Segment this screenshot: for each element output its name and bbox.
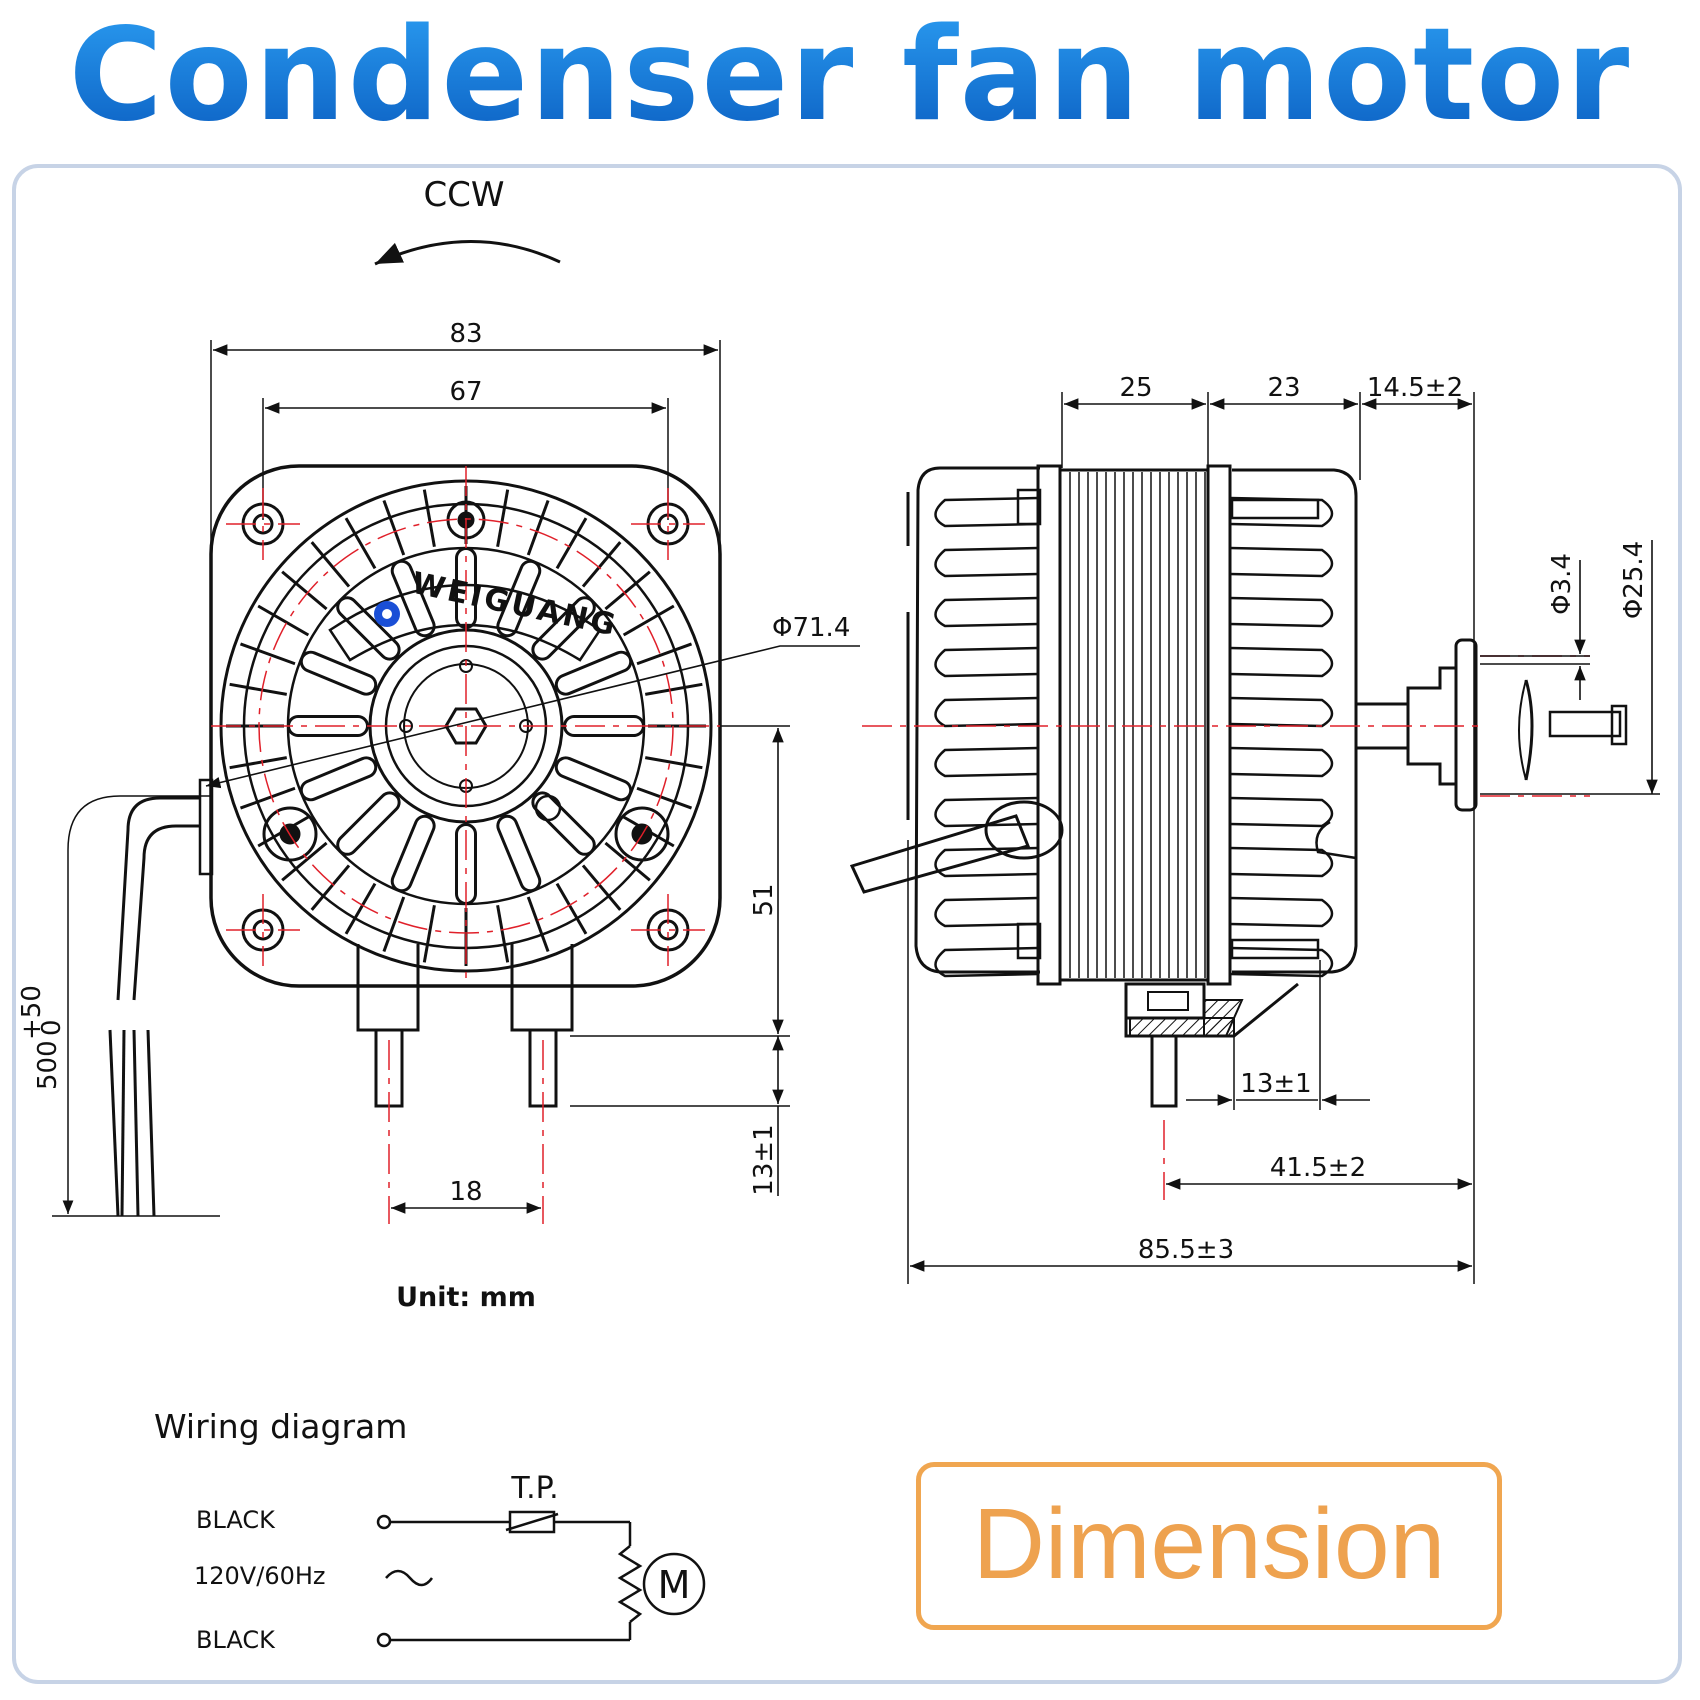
rear-guard-rib bbox=[1229, 896, 1334, 928]
terminal-bottom bbox=[376, 1632, 392, 1648]
dim-lead-length: 500 +50 0 bbox=[17, 985, 67, 1090]
rear-guard-rib bbox=[1229, 496, 1334, 528]
rear-guard-rib bbox=[1229, 796, 1334, 828]
guard-rib bbox=[644, 682, 703, 696]
wiring-diagram: Wiring diagram BLACK 120V/60Hz BLACK T.P… bbox=[154, 1407, 706, 1654]
dim-overall-length: 85.5±3 bbox=[1138, 1235, 1234, 1265]
supply-label: 120V/60Hz bbox=[194, 1562, 326, 1590]
rear-guard-rib bbox=[1229, 596, 1334, 628]
guard-rib bbox=[310, 864, 351, 911]
guard-rib bbox=[382, 896, 406, 953]
guard-rib bbox=[622, 604, 675, 637]
wiring-title: Wiring diagram bbox=[154, 1407, 407, 1446]
front-dimensions bbox=[205, 344, 860, 1214]
dim-shaft-to-mount: 41.5±2 bbox=[1270, 1153, 1366, 1183]
dimension-badge: Dimension bbox=[916, 1462, 1502, 1630]
guard-rib bbox=[526, 896, 550, 953]
front-guard-rib bbox=[934, 746, 1039, 778]
protector-label: T.P. bbox=[510, 1471, 558, 1506]
motor-icon bbox=[642, 1552, 706, 1616]
page-title: Condenser fan motor bbox=[0, 6, 1700, 146]
guard-rib bbox=[496, 904, 510, 963]
guard-rib bbox=[636, 786, 693, 810]
front-guard-rib bbox=[934, 546, 1039, 578]
guard-rib bbox=[229, 682, 288, 696]
dim-hub-dia: Φ25.4 bbox=[1619, 541, 1649, 619]
guard-rib bbox=[281, 841, 328, 882]
dim-diameter: Φ71.4 bbox=[772, 613, 850, 643]
guard-rib bbox=[581, 541, 622, 588]
rear-guard-rib bbox=[1229, 846, 1334, 878]
front-guard-rib bbox=[934, 846, 1039, 878]
unit-note: Unit: mm bbox=[396, 1282, 536, 1313]
guard-rib bbox=[604, 570, 651, 611]
rear-guard-rib bbox=[1229, 546, 1334, 578]
side-dimensions bbox=[910, 398, 1660, 1272]
guard-rib bbox=[526, 499, 550, 556]
stator-laminations bbox=[1069, 472, 1206, 978]
guard-rib bbox=[644, 756, 703, 770]
dim-foot-spacing: 18 bbox=[449, 1177, 482, 1207]
svg-text:+50: +50 bbox=[17, 985, 47, 1040]
ccw-arrow-icon bbox=[374, 240, 561, 266]
guard-rib bbox=[636, 642, 693, 666]
ac-source-icon bbox=[385, 1569, 434, 1587]
dim-height: 51 bbox=[749, 883, 779, 916]
side-view bbox=[849, 392, 1628, 1284]
dim-overall-width: 83 bbox=[449, 319, 482, 349]
winding-icon bbox=[617, 1545, 643, 1623]
front-guard-rib bbox=[934, 896, 1039, 928]
guard-rib bbox=[496, 489, 510, 548]
guard-rib bbox=[310, 541, 351, 588]
front-guard-rib bbox=[934, 796, 1039, 828]
rear-guard-rib bbox=[1229, 646, 1334, 678]
guard-rib bbox=[581, 864, 622, 911]
guard-rib bbox=[344, 517, 377, 570]
dim-foot-ext: 13±1 bbox=[1240, 1069, 1311, 1099]
dim-depth-b: 23 bbox=[1267, 373, 1300, 403]
dim-mount-spacing: 67 bbox=[449, 377, 482, 407]
wire-bottom-label: BLACK bbox=[196, 1626, 276, 1654]
front-guard-rib bbox=[934, 496, 1039, 528]
front-view bbox=[52, 340, 722, 1217]
rotation-label: CCW bbox=[423, 175, 504, 215]
front-guard-rib bbox=[934, 646, 1039, 678]
rear-guard-rib bbox=[1229, 696, 1334, 728]
svg-text:500: 500 bbox=[33, 1040, 63, 1090]
front-guard-rib bbox=[934, 696, 1039, 728]
guard-rib bbox=[257, 604, 310, 637]
wire-top-label: BLACK bbox=[196, 1506, 276, 1534]
dim-shaft-ext: 13±1 bbox=[749, 1124, 779, 1195]
motor-label: M bbox=[658, 1563, 691, 1607]
side-ribs bbox=[934, 496, 1334, 978]
side-centerlines bbox=[862, 655, 1590, 1200]
rear-guard-rib bbox=[1229, 946, 1334, 978]
guard-rib bbox=[344, 882, 377, 935]
guard-ribs bbox=[226, 486, 706, 966]
svg-text:0: 0 bbox=[37, 1019, 67, 1036]
terminal-top bbox=[376, 1514, 392, 1530]
front-guard-rib bbox=[934, 596, 1039, 628]
dim-depth-a: 25 bbox=[1119, 373, 1152, 403]
drawing-frame bbox=[12, 164, 1682, 1684]
guard-rib bbox=[422, 904, 436, 963]
guard-rib bbox=[229, 756, 288, 770]
front-centerlines bbox=[211, 466, 720, 1224]
rotation-indicator: CCW bbox=[374, 175, 561, 266]
guard-rib bbox=[555, 882, 588, 935]
guard-rib bbox=[555, 517, 588, 570]
dim-shaft-len: 14.5±2 bbox=[1367, 373, 1463, 403]
guard-rib bbox=[239, 642, 296, 666]
rear-guard-rib bbox=[1229, 746, 1334, 778]
guard-rib bbox=[239, 786, 296, 810]
guard-rib bbox=[422, 489, 436, 548]
dim-shaft-dia: Φ3.4 bbox=[1547, 553, 1577, 615]
guard-rib bbox=[604, 841, 651, 882]
front-guard-rib bbox=[934, 946, 1039, 978]
guard-rib bbox=[382, 499, 406, 556]
guard-rib bbox=[281, 570, 328, 611]
